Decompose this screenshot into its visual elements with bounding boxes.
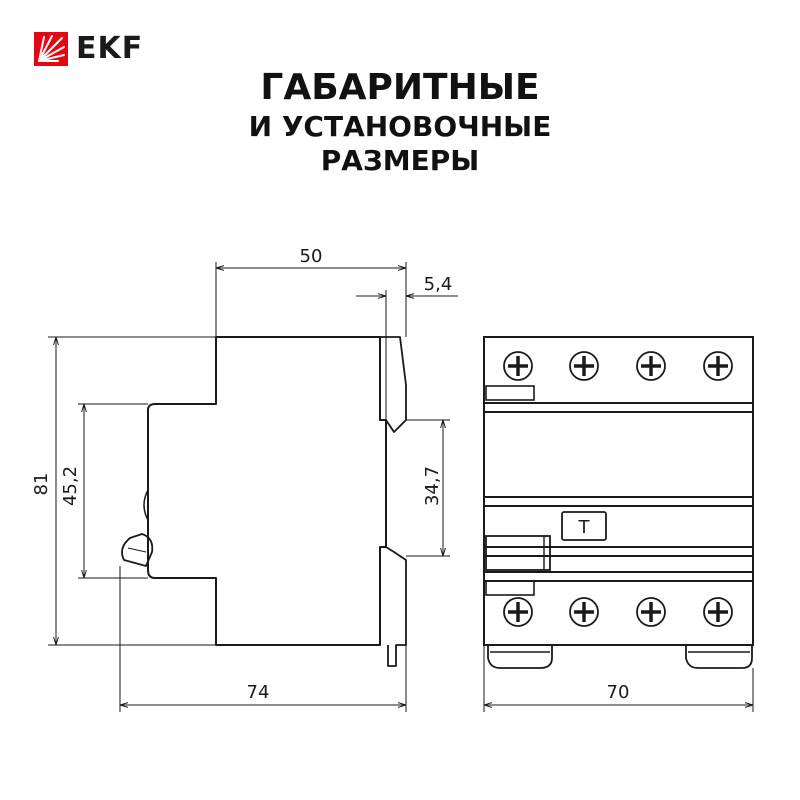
dim-81 [48, 336, 216, 646]
terminal-screw-icon [636, 351, 666, 381]
dim-50 [215, 262, 407, 337]
terminal-screw-icon [636, 597, 666, 627]
terminal-screw-icon [703, 351, 733, 381]
terminal-screw-icon [503, 351, 533, 381]
test-button [561, 511, 607, 541]
din-foot-left [487, 645, 553, 669]
dim-45-2-label: 45,2 [60, 466, 81, 506]
dim-70-label: 70 [607, 682, 630, 703]
dim-34-7 [406, 419, 450, 557]
front-view [483, 336, 754, 669]
terminal-screw-icon [569, 351, 599, 381]
terminal-screw-icon [503, 597, 533, 627]
terminal-screws [503, 351, 733, 627]
terminal-screw-icon [569, 597, 599, 627]
dim-74 [119, 566, 407, 712]
ekf-logo-mark [34, 32, 68, 66]
title-line-2: И УСТАНОВОЧНЫЕ [248, 110, 552, 143]
test-button-label: T [578, 517, 591, 538]
front-body-outline [483, 336, 754, 646]
dim-70 [483, 645, 754, 712]
terminal-screw-icon [703, 597, 733, 627]
title-line-3: РАЗМЕРЫ [320, 144, 480, 177]
dim-50-label: 50 [300, 246, 323, 267]
side-clip-top [380, 336, 407, 433]
dim-5-4 [356, 290, 458, 420]
page-title: ГАБАРИТНЫЕ И УСТАНОВОЧНЫЕ РАЗМЕРЫ [0, 66, 800, 178]
dim-81-label: 81 [31, 473, 52, 496]
ekf-logo: EKF [34, 32, 143, 66]
dim-5-4-label: 5,4 [424, 274, 453, 295]
title-line-1: ГАБАРИТНЫЕ [260, 67, 540, 108]
din-foot-right [685, 645, 753, 669]
dim-45-2 [78, 403, 148, 579]
ekf-logo-text: EKF [76, 31, 144, 66]
dim-74-label: 74 [247, 682, 270, 703]
front-toggle [485, 535, 551, 571]
side-body-outline [147, 336, 387, 646]
side-view [121, 336, 407, 667]
dim-34-7-label: 34,7 [422, 466, 443, 506]
side-toggle [121, 533, 154, 567]
side-clip-bottom [385, 546, 407, 667]
